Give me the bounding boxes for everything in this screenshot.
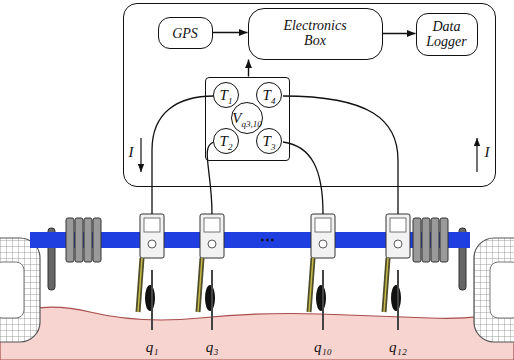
system-enclosure: GPSElectronics BoxData LoggerT1T4Vq3,10T…	[123, 3, 496, 187]
ground-profile	[0, 307, 514, 360]
sensor-circle: T3	[256, 128, 282, 154]
sensors	[138, 214, 410, 330]
sensor-label: q₁₀	[314, 339, 332, 356]
current-arrow	[476, 138, 477, 172]
symbol-subscript: 3	[271, 142, 276, 152]
symbol-subscript: q3,10	[241, 119, 261, 129]
symbol-subscript: 4	[271, 96, 276, 106]
symbol-letter: V	[232, 110, 241, 126]
box-label: Data Logger	[421, 19, 473, 50]
signal-arrow	[248, 60, 249, 77]
symbol-letter: T	[263, 87, 271, 103]
sensor-circle: T2	[213, 128, 239, 154]
signal-arrow	[213, 32, 248, 33]
gps-box: GPS	[158, 17, 213, 49]
symbol-subscript: 2	[228, 142, 233, 152]
box-label: GPS	[172, 26, 198, 41]
voltage-circle: Vq3,10	[231, 102, 263, 134]
sensor-hub: T1T4Vq3,10T2T3	[205, 77, 290, 161]
data-logger-box: Data Logger	[416, 13, 478, 56]
current-arrow	[140, 138, 141, 172]
electronics-box: Electronics Box	[248, 8, 383, 60]
symbol-letter: T	[263, 133, 271, 149]
sensor-label: q₁₂	[389, 339, 407, 356]
box-label: Electronics Box	[274, 18, 356, 49]
sensor-circle: T4	[256, 82, 282, 108]
current-label: I	[129, 144, 134, 161]
sensor-cables	[152, 96, 398, 214]
sensor-label: q₃	[206, 339, 219, 356]
signal-arrow	[383, 33, 416, 34]
symbol-subscript: 1	[228, 96, 233, 106]
current-label: I	[485, 144, 490, 161]
sensor-circle: T1	[213, 82, 239, 108]
symbol-letter: T	[220, 87, 228, 103]
sensor-label: q₁	[146, 339, 159, 356]
symbol-letter: T	[220, 133, 228, 149]
ellipsis-mark: ⋯	[260, 230, 275, 248]
